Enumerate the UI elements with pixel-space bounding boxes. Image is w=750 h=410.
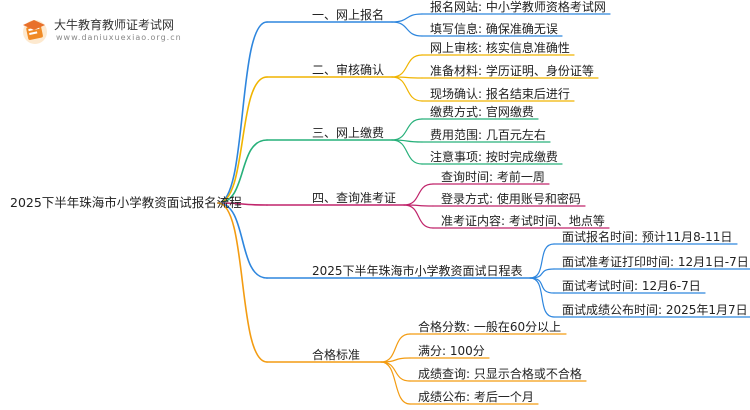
branch-link-6 [217, 202, 268, 363]
leaf-link-1-2 [391, 21, 423, 37]
branch-label-3: 三、网上缴费 [312, 126, 385, 140]
leaf-label-5-3: 面试考试时间: 12月6-7日 [562, 279, 701, 293]
leaf-label-4-2: 登录方式: 使用账号和密码 [441, 192, 581, 206]
leaf-link-6-2 [380, 357, 411, 363]
leaf-label-6-3: 成绩查询: 只显示合格或不合格 [418, 367, 582, 381]
leaf-link-5-1 [529, 243, 555, 279]
branch-label-5: 2025下半年珠海市小学教资面试日程表 [312, 264, 523, 278]
branch-link-3 [217, 139, 268, 204]
leaf-label-2-3: 现场确认: 报名结束后进行 [430, 87, 570, 101]
brand-header: 大牛教育教师证考试网 www.daniuxuexiao.org.cn [12, 14, 252, 48]
brand-url: www.daniuxuexiao.org.cn [56, 33, 182, 42]
graduation-cap-icon [23, 20, 47, 44]
leaf-link-1-1 [391, 13, 423, 23]
leaf-label-4-1: 查询时间: 考前一周 [441, 170, 545, 184]
leaf-link-6-1 [380, 333, 411, 363]
leaf-label-3-1: 缴费方式: 官网缴费 [430, 105, 534, 119]
brand-name: 大牛教育教师证考试网 [54, 18, 175, 32]
leaf-label-5-4: 面试成绩公布时间: 2025年1月7日 [562, 303, 748, 317]
leaf-label-6-4: 成绩公布: 考后一个月 [418, 390, 534, 404]
leaf-link-2-1 [391, 54, 423, 78]
leaf-label-6-1: 合格分数: 一般在60分以上 [418, 320, 562, 334]
leaf-label-5-1: 面试报名时间: 预计11月8-11日 [562, 230, 733, 244]
leaf-label-6-2: 满分: 100分 [418, 344, 485, 358]
leaf-link-3-3 [391, 139, 423, 165]
leaf-link-4-1 [403, 183, 434, 206]
leaf-label-2-2: 准备材料: 学历证明、身份证等 [430, 64, 594, 78]
branch-label-4: 四、查询准考证 [312, 191, 397, 205]
leaf-link-2-3 [391, 76, 423, 102]
branch-link-4 [217, 202, 268, 206]
leaf-label-2-1: 网上审核: 核实信息准确性 [430, 41, 570, 55]
branch-label-6: 合格标准 [312, 348, 361, 362]
leaf-label-4-3: 准考证内容: 考试时间、地点等 [441, 214, 605, 228]
leaf-label-1-1: 报名网站: 中小学教师资格考试网 [430, 0, 606, 14]
leaf-label-3-2: 费用范围: 几百元左右 [430, 128, 546, 142]
leaf-link-5-3 [529, 277, 555, 294]
root-topic: 2025下半年珠海市小学教资面试报名流程 [10, 195, 242, 210]
leaf-link-4-3 [403, 204, 434, 229]
leaf-link-5-2 [529, 268, 555, 279]
branch-link-5 [217, 202, 268, 279]
leaf-label-5-2: 面试准考证打印时间: 12月1日-7日 [562, 255, 749, 269]
leaf-label-3-3: 注意事项: 按时完成缴费 [430, 150, 558, 164]
leaf-link-5-4 [529, 277, 555, 318]
leaf-link-3-1 [391, 118, 423, 141]
leaf-link-6-4 [380, 361, 411, 405]
branch-label-2: 二、审核确认 [312, 63, 385, 77]
branch-label-1: 一、网上报名 [312, 8, 385, 22]
branch-link-1 [217, 21, 268, 204]
leaf-label-1-2: 填写信息: 确保准确无误 [430, 22, 558, 36]
branch-link-2 [217, 76, 268, 204]
leaf-link-6-3 [380, 361, 411, 382]
